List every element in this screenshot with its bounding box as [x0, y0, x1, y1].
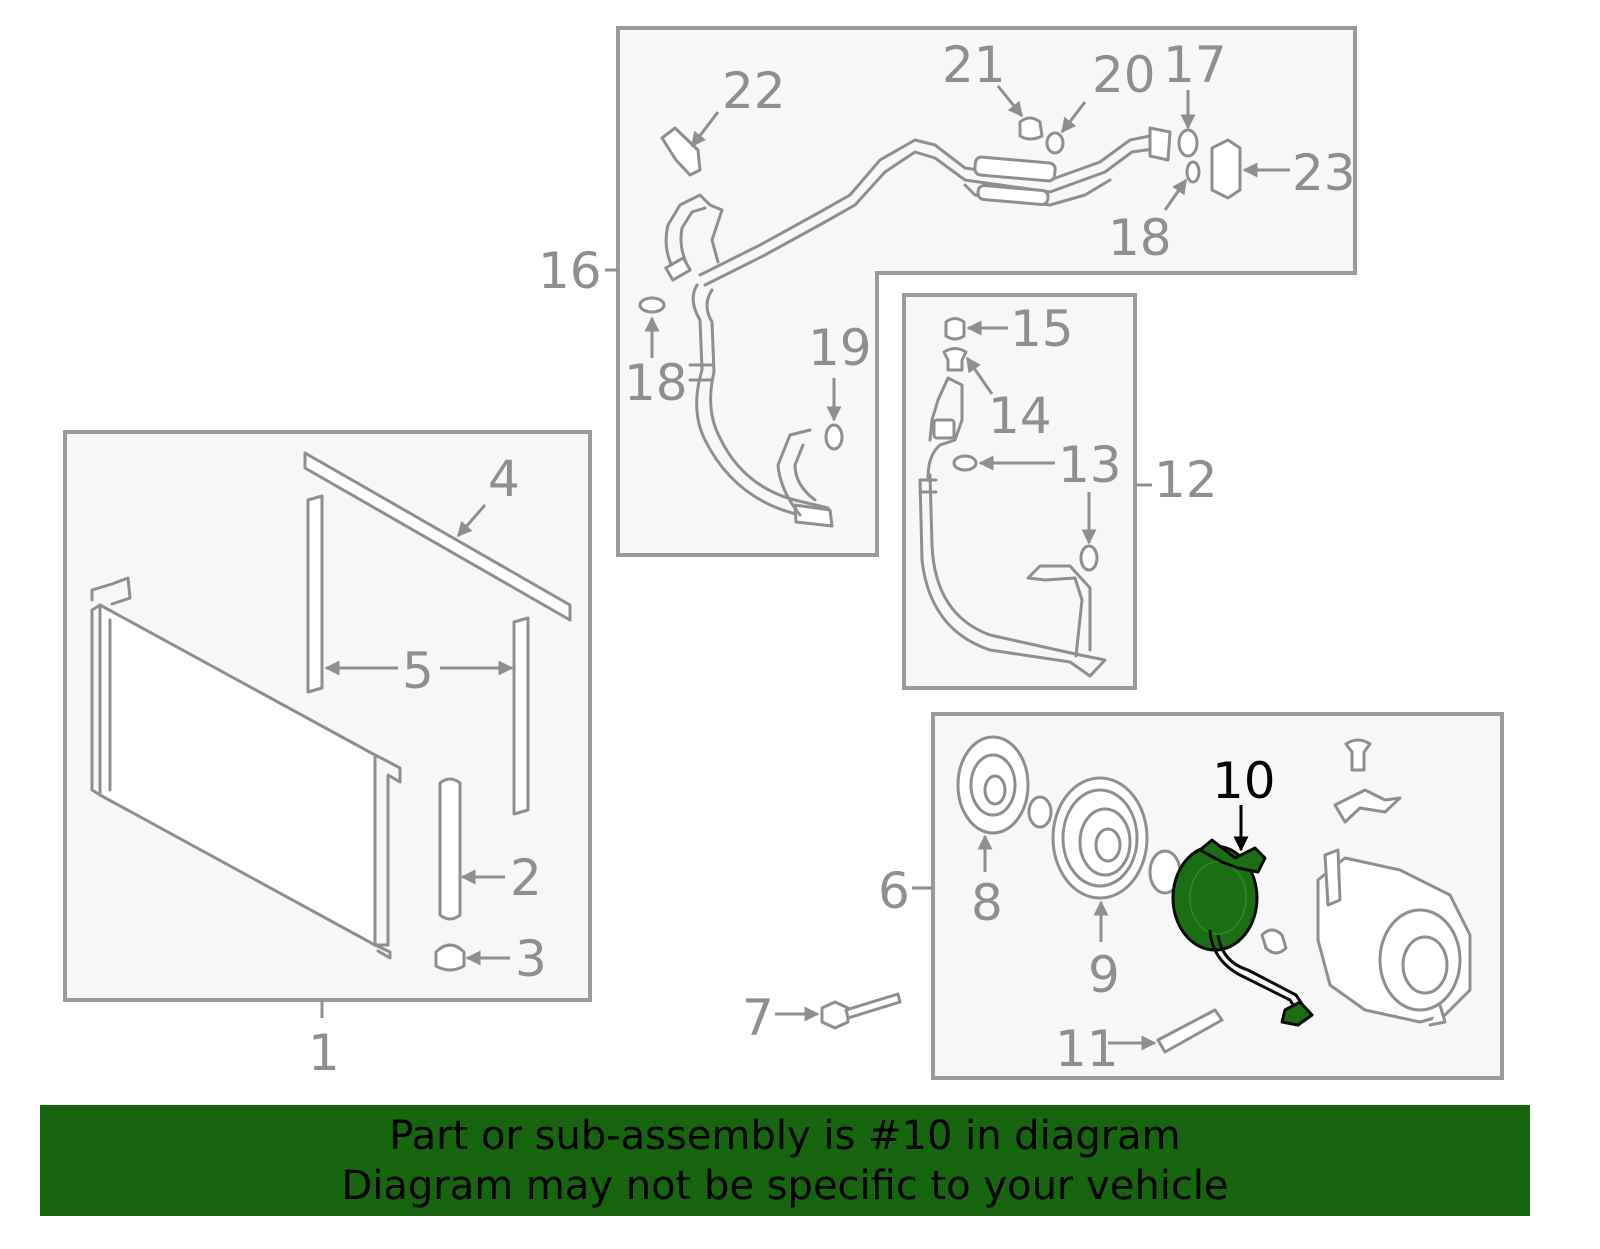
callout-5: 5 [402, 642, 434, 700]
callout-23: 23 [1292, 144, 1356, 202]
compressor-group: 6 8 9 10 11 7 [742, 712, 1504, 1080]
pressure-line-part [664, 126, 1172, 528]
o-ring-part-13b [1079, 544, 1099, 572]
callout-12: 12 [1154, 451, 1218, 509]
callout-8: 8 [971, 874, 1003, 932]
expansion-valve-part-23 [1210, 138, 1242, 200]
callout-1: 1 [308, 1024, 340, 1082]
callout-14: 14 [988, 387, 1052, 445]
o-ring-part-18a [638, 296, 666, 314]
valve-core-part-20 [1045, 131, 1065, 155]
callout-16: 16 [538, 242, 602, 300]
callout-4: 4 [488, 450, 520, 508]
callout-19: 19 [808, 319, 872, 377]
banner-line-2: Diagram may not be specific to your vehi… [341, 1163, 1229, 1209]
plug-part-3 [434, 943, 466, 972]
notice-banner: Part or sub-assembly is #10 in diagram D… [40, 1105, 1530, 1216]
line-assembly-box [616, 26, 1357, 557]
callout-11: 11 [1055, 1020, 1119, 1078]
condenser-part [90, 576, 402, 960]
callout-7: 7 [742, 989, 774, 1047]
callout-18b: 18 [1108, 209, 1172, 267]
field-coil-part-10 [1171, 838, 1314, 1027]
pressure-sensor-part-22 [660, 126, 702, 177]
screw-part [1344, 738, 1372, 772]
callout-18a: 18 [624, 354, 688, 412]
seal-strip-part-5a [306, 494, 324, 694]
o-ring-part-19 [824, 423, 844, 451]
suction-line-part [918, 376, 1107, 678]
suction-line-box [902, 293, 1137, 690]
callout-22: 22 [722, 62, 786, 120]
callout-10: 10 [1212, 752, 1276, 810]
compressor-body-part [1316, 848, 1472, 1027]
callout-20: 20 [1092, 46, 1156, 104]
callout-15: 15 [1010, 300, 1074, 358]
shim-part-8b [1027, 795, 1053, 829]
cap-part-15 [944, 317, 966, 341]
clutch-hub-part-8 [956, 735, 1030, 835]
o-ring-part-13a [952, 454, 978, 472]
line-assembly-group: 22 16 18 19 21 20 17 18 23 [538, 26, 1357, 557]
bracket-part [1333, 788, 1402, 824]
seal-strip-part-4 [303, 451, 572, 622]
seal-strip-part-5b [512, 616, 530, 816]
o-ring-part-18b [1185, 160, 1201, 184]
bearing-part [1260, 928, 1288, 955]
drier-part-2 [438, 777, 462, 921]
switch-part-11 [1156, 1008, 1224, 1054]
callout-6: 6 [878, 862, 910, 920]
callout-2: 2 [510, 849, 542, 907]
callout-21: 21 [942, 36, 1006, 94]
callout-17: 17 [1163, 36, 1227, 94]
callout-9: 9 [1088, 946, 1120, 1004]
cap-part-21 [1018, 116, 1044, 141]
callout-13: 13 [1058, 436, 1122, 494]
bolt-part-7 [820, 992, 902, 1030]
banner-line-1: Part or sub-assembly is #10 in diagram [389, 1113, 1181, 1159]
condenser-group: 4 5 2 3 1 [63, 430, 592, 1082]
pulley-part-9 [1051, 776, 1149, 900]
valve-core-part-14 [942, 347, 968, 372]
suction-line-group: 15 14 13 12 [902, 293, 1218, 690]
o-ring-part-17 [1177, 128, 1199, 158]
callout-3: 3 [515, 930, 547, 988]
